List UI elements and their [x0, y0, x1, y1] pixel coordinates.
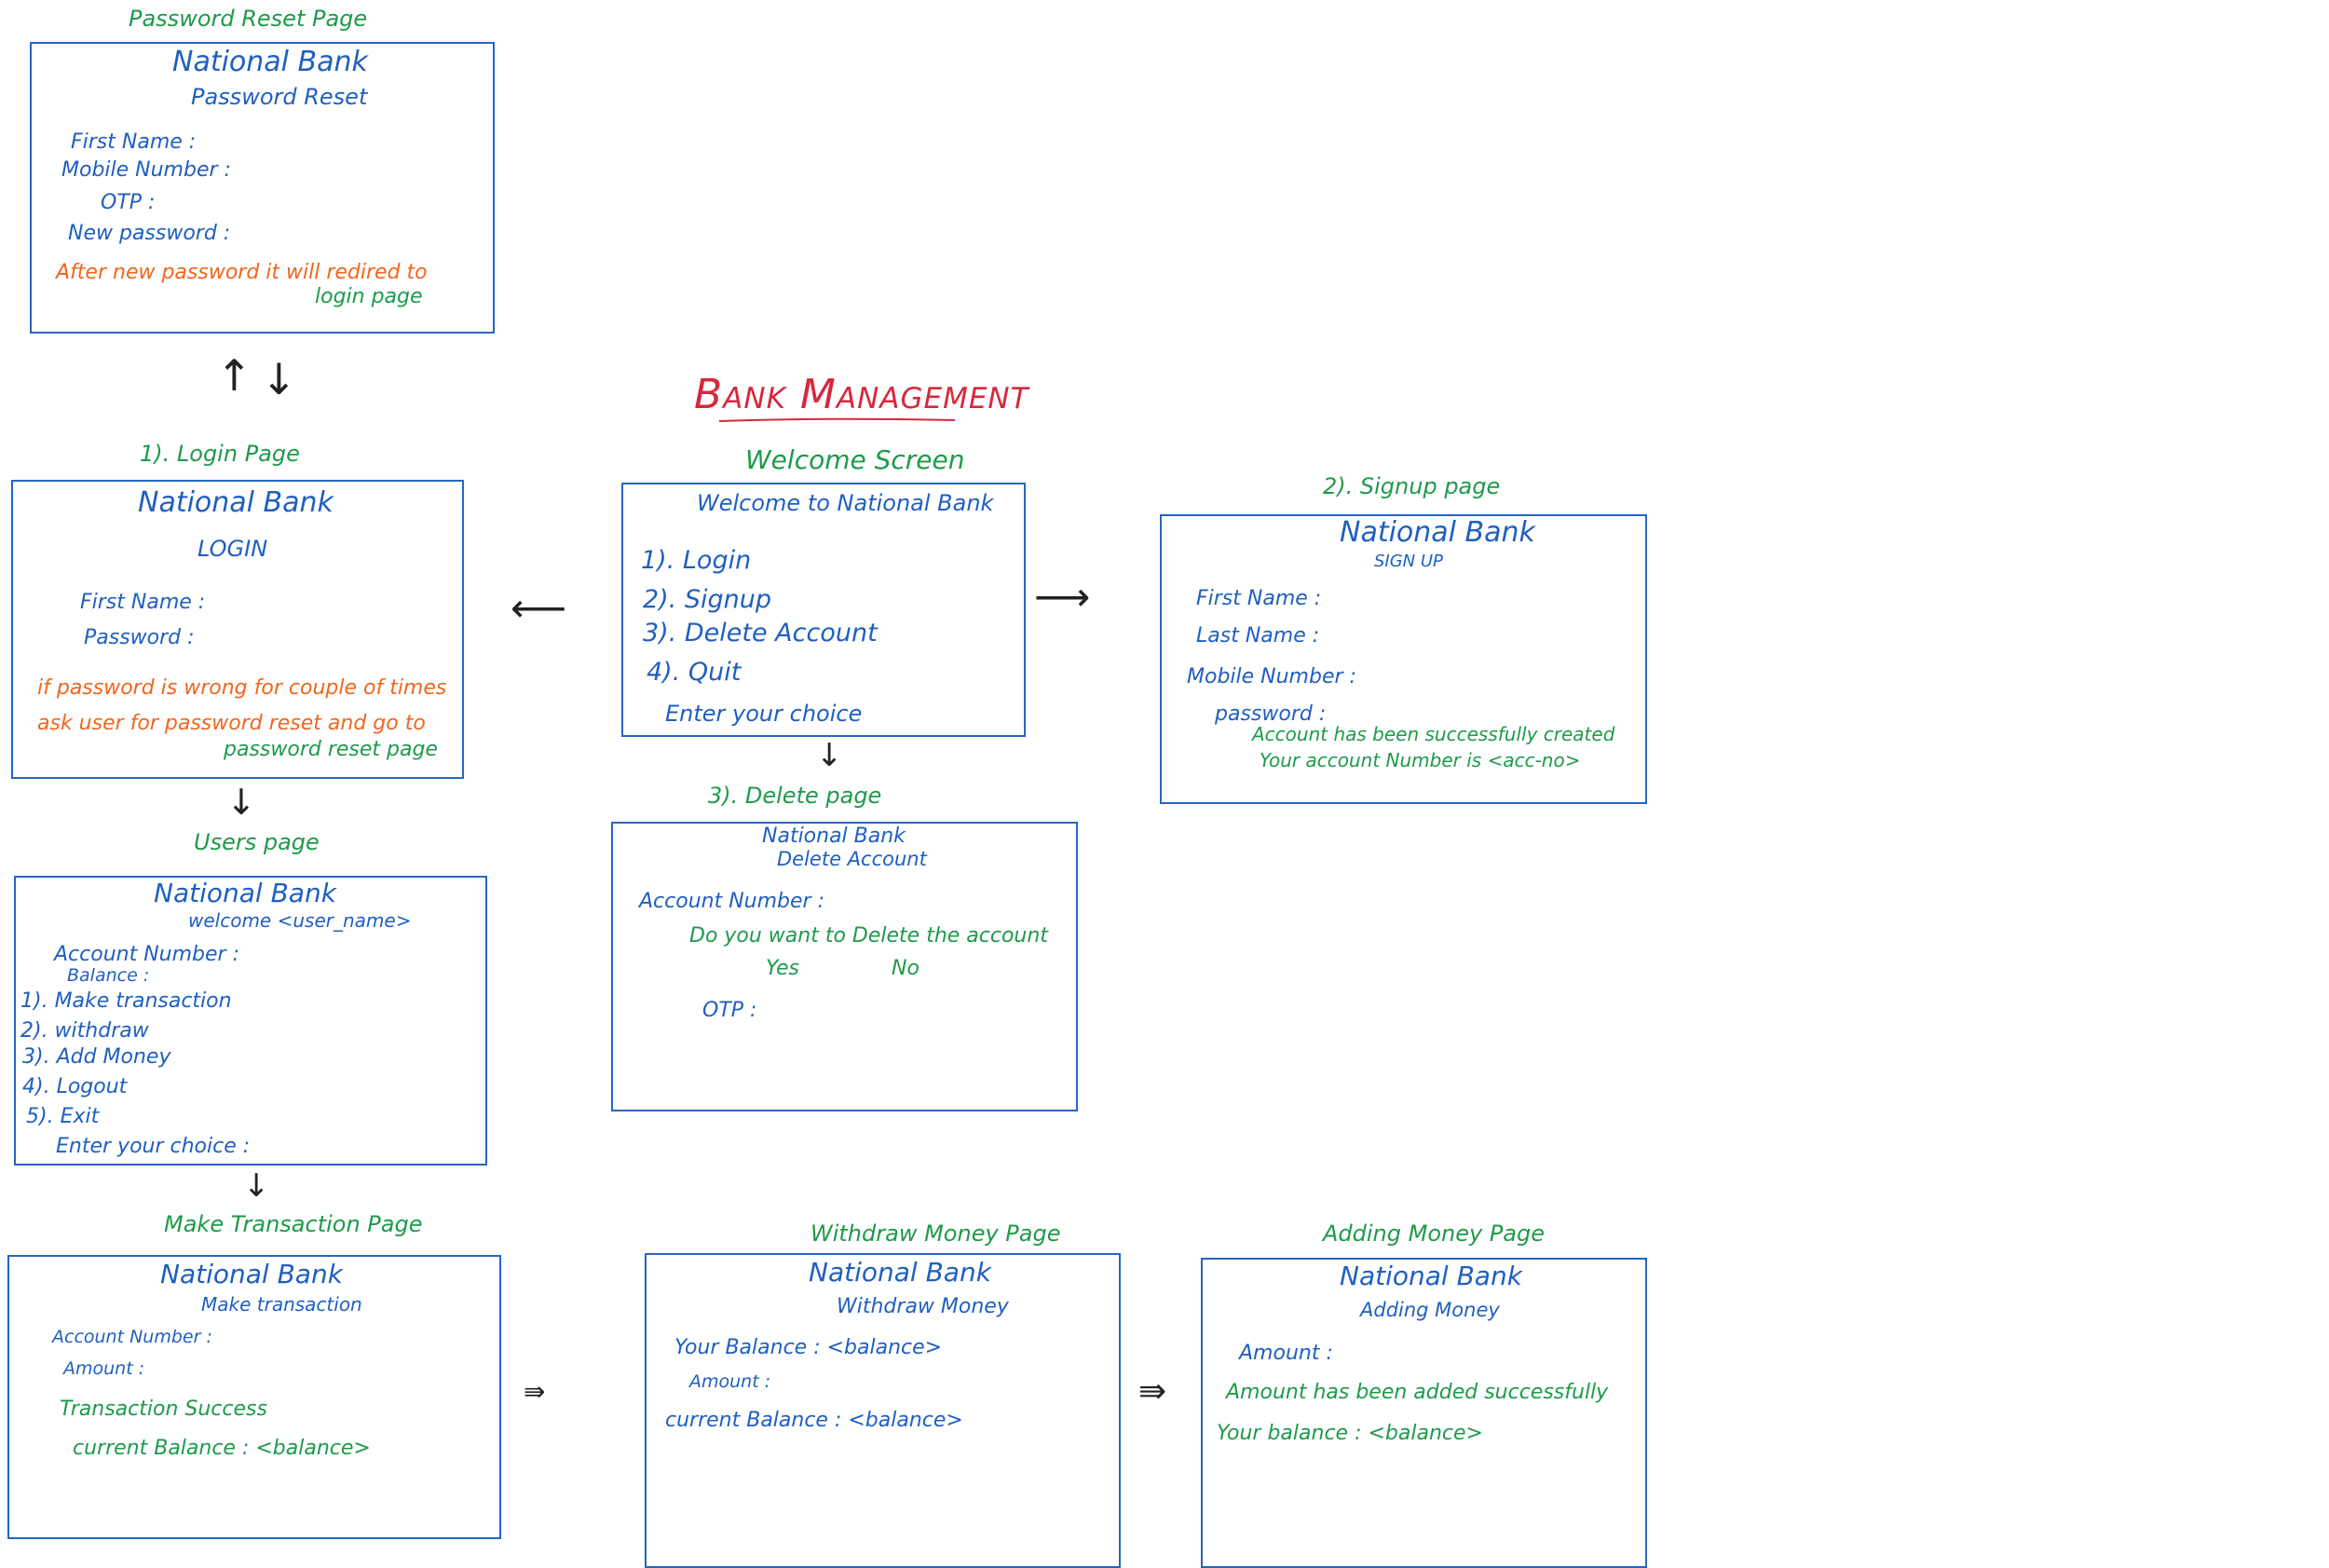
withdraw-amount-label: Amount : [689, 1371, 771, 1392]
signup-last-name-label: Last Name : [1196, 624, 1320, 648]
adding-amount-label: Amount : [1239, 1342, 1333, 1365]
login-password-label: Password : [84, 626, 195, 649]
signup-heading: SIGN UP [1374, 552, 1443, 571]
login-page-box [11, 480, 464, 779]
caption-withdraw: Withdraw Money Page [810, 1220, 1061, 1247]
login-first-name-label: First Name : [80, 591, 206, 614]
arrow-down-icon: ↓ [261, 354, 297, 404]
arrow-up-icon: ↑ [216, 350, 252, 401]
password-reset-bank-name: National Bank [172, 46, 368, 78]
withdraw-bank-name: National Bank [809, 1257, 991, 1288]
delete-page-box [611, 822, 1078, 1111]
withdraw-heading: Withdraw Money [837, 1295, 1009, 1318]
caption-signup: 2). Signup page [1323, 473, 1501, 499]
transaction-account-number-label: Account Number : [52, 1327, 212, 1347]
caption-transaction: Make Transaction Page [164, 1211, 423, 1237]
implies-arrow-icon: ⇛ [1138, 1372, 1167, 1411]
caption-password-reset: Password Reset Page [129, 6, 368, 32]
users-option-make-transaction: 1). Make transaction [20, 989, 232, 1013]
welcome-option-quit: 4). Quit [647, 658, 742, 687]
withdraw-current-balance: current Balance : <balance> [665, 1409, 963, 1432]
login-note-line2: ask user for password reset and go to [37, 712, 426, 735]
make-transaction-page-box [7, 1255, 501, 1539]
title-underline [718, 417, 956, 422]
signup-success-line2: Your account Number is <acc-no> [1260, 749, 1581, 771]
transaction-current-balance: current Balance : <balance> [73, 1437, 371, 1460]
delete-no-option: No [892, 957, 919, 980]
welcome-option-signup: 2). Signup [643, 585, 772, 614]
login-heading: LOGIN [197, 536, 268, 562]
delete-yes-option: Yes [766, 957, 800, 980]
arrow-down-icon: ↓ [816, 737, 843, 774]
caption-login: 1). Login Page [140, 441, 300, 467]
adding-bank-name: National Bank [1340, 1261, 1522, 1291]
signup-page-box [1160, 514, 1647, 804]
signup-first-name-label: First Name : [1196, 587, 1322, 610]
password-reset-first-name-label: First Name : [71, 130, 197, 154]
welcome-heading: Welcome to National Bank [697, 490, 994, 516]
users-account-number-label: Account Number : [54, 943, 239, 966]
password-reset-mobile-label: Mobile Number : [61, 158, 231, 182]
signup-mobile-label: Mobile Number : [1187, 665, 1356, 689]
arrow-down-icon: ↓ [243, 1167, 270, 1205]
users-prompt: Enter your choice : [56, 1135, 251, 1158]
signup-bank-name: National Bank [1340, 516, 1535, 549]
users-option-logout: 4). Logout [22, 1075, 128, 1098]
users-option-withdraw: 2). withdraw [20, 1019, 149, 1043]
welcome-prompt: Enter your choice [665, 701, 863, 727]
adding-your-balance: Your balance : <balance> [1217, 1422, 1483, 1445]
password-reset-otp-label: OTP : [101, 191, 156, 214]
adding-heading: Adding Money [1360, 1299, 1500, 1321]
transaction-bank-name: National Bank [160, 1259, 343, 1289]
delete-question: Do you want to Delete the account [689, 924, 1048, 948]
transaction-success: Transaction Success [60, 1398, 267, 1421]
delete-account-number-label: Account Number : [639, 890, 824, 913]
password-reset-page-box [30, 42, 495, 334]
caption-delete: 3). Delete page [708, 783, 882, 809]
signup-success-line1: Account has been successfully created [1252, 723, 1615, 745]
login-bank-name: National Bank [138, 486, 334, 519]
arrow-right-icon: ⟶ [1034, 574, 1091, 620]
implies-arrow-icon: ⇛ [524, 1376, 546, 1407]
login-note-line3: password reset page [224, 738, 438, 761]
users-page-box [14, 876, 487, 1166]
signup-password-label: password : [1215, 702, 1327, 726]
delete-heading: Delete Account [777, 848, 927, 870]
caption-welcome: Welcome Screen [745, 444, 965, 475]
welcome-option-login: 1). Login [641, 546, 752, 575]
users-option-exit: 5). Exit [26, 1105, 100, 1128]
welcome-screen-box [621, 483, 1026, 737]
arrow-down-icon: ↓ [226, 782, 256, 823]
transaction-amount-label: Amount : [63, 1358, 145, 1379]
password-reset-note-target: login page [315, 285, 423, 308]
users-option-add-money: 3). Add Money [22, 1045, 171, 1069]
password-reset-note: After new password it will redired to [56, 261, 428, 284]
transaction-heading: Make transaction [201, 1293, 362, 1316]
withdraw-your-balance: Your Balance : <balance> [674, 1336, 943, 1359]
users-welcome: welcome <user_name> [188, 909, 412, 932]
users-bank-name: National Bank [154, 878, 336, 908]
caption-users: Users page [194, 829, 320, 855]
adding-success: Amount has been added successfully [1226, 1381, 1609, 1404]
diagram-title: Bank Management [694, 371, 1029, 418]
delete-otp-label: OTP : [702, 999, 757, 1022]
password-reset-new-password-label: New password : [68, 222, 231, 245]
caption-adding: Adding Money Page [1323, 1220, 1546, 1247]
users-balance-label: Balance : [67, 965, 150, 986]
password-reset-heading: Password Reset [191, 84, 368, 110]
login-note-line1: if password is wrong for couple of times [37, 676, 447, 700]
delete-bank-name: National Bank [762, 825, 906, 848]
welcome-option-delete: 3). Delete Account [643, 619, 878, 648]
arrow-left-icon: ⟵ [511, 585, 567, 631]
